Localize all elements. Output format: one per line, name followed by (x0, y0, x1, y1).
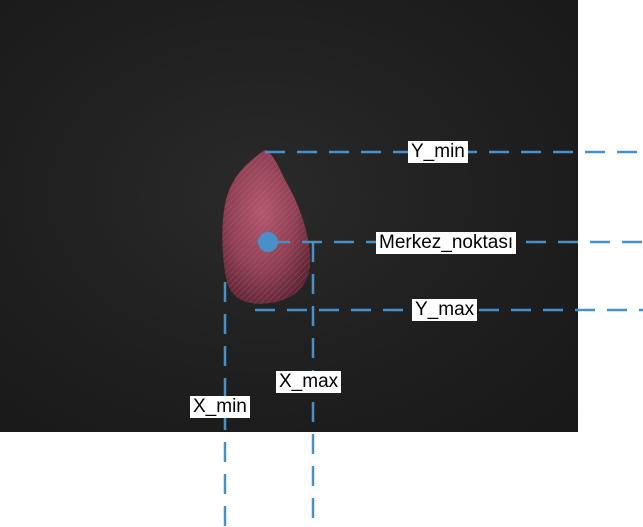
x-max-label: X_max (276, 371, 341, 393)
center-point-marker (258, 232, 278, 252)
seed-object (222, 150, 310, 304)
y-min-label: Y_min (408, 141, 468, 163)
y-max-label: Y_max (412, 299, 477, 321)
center-point-label: Merkez_noktası (376, 232, 516, 254)
x-min-label: X_min (190, 396, 250, 418)
